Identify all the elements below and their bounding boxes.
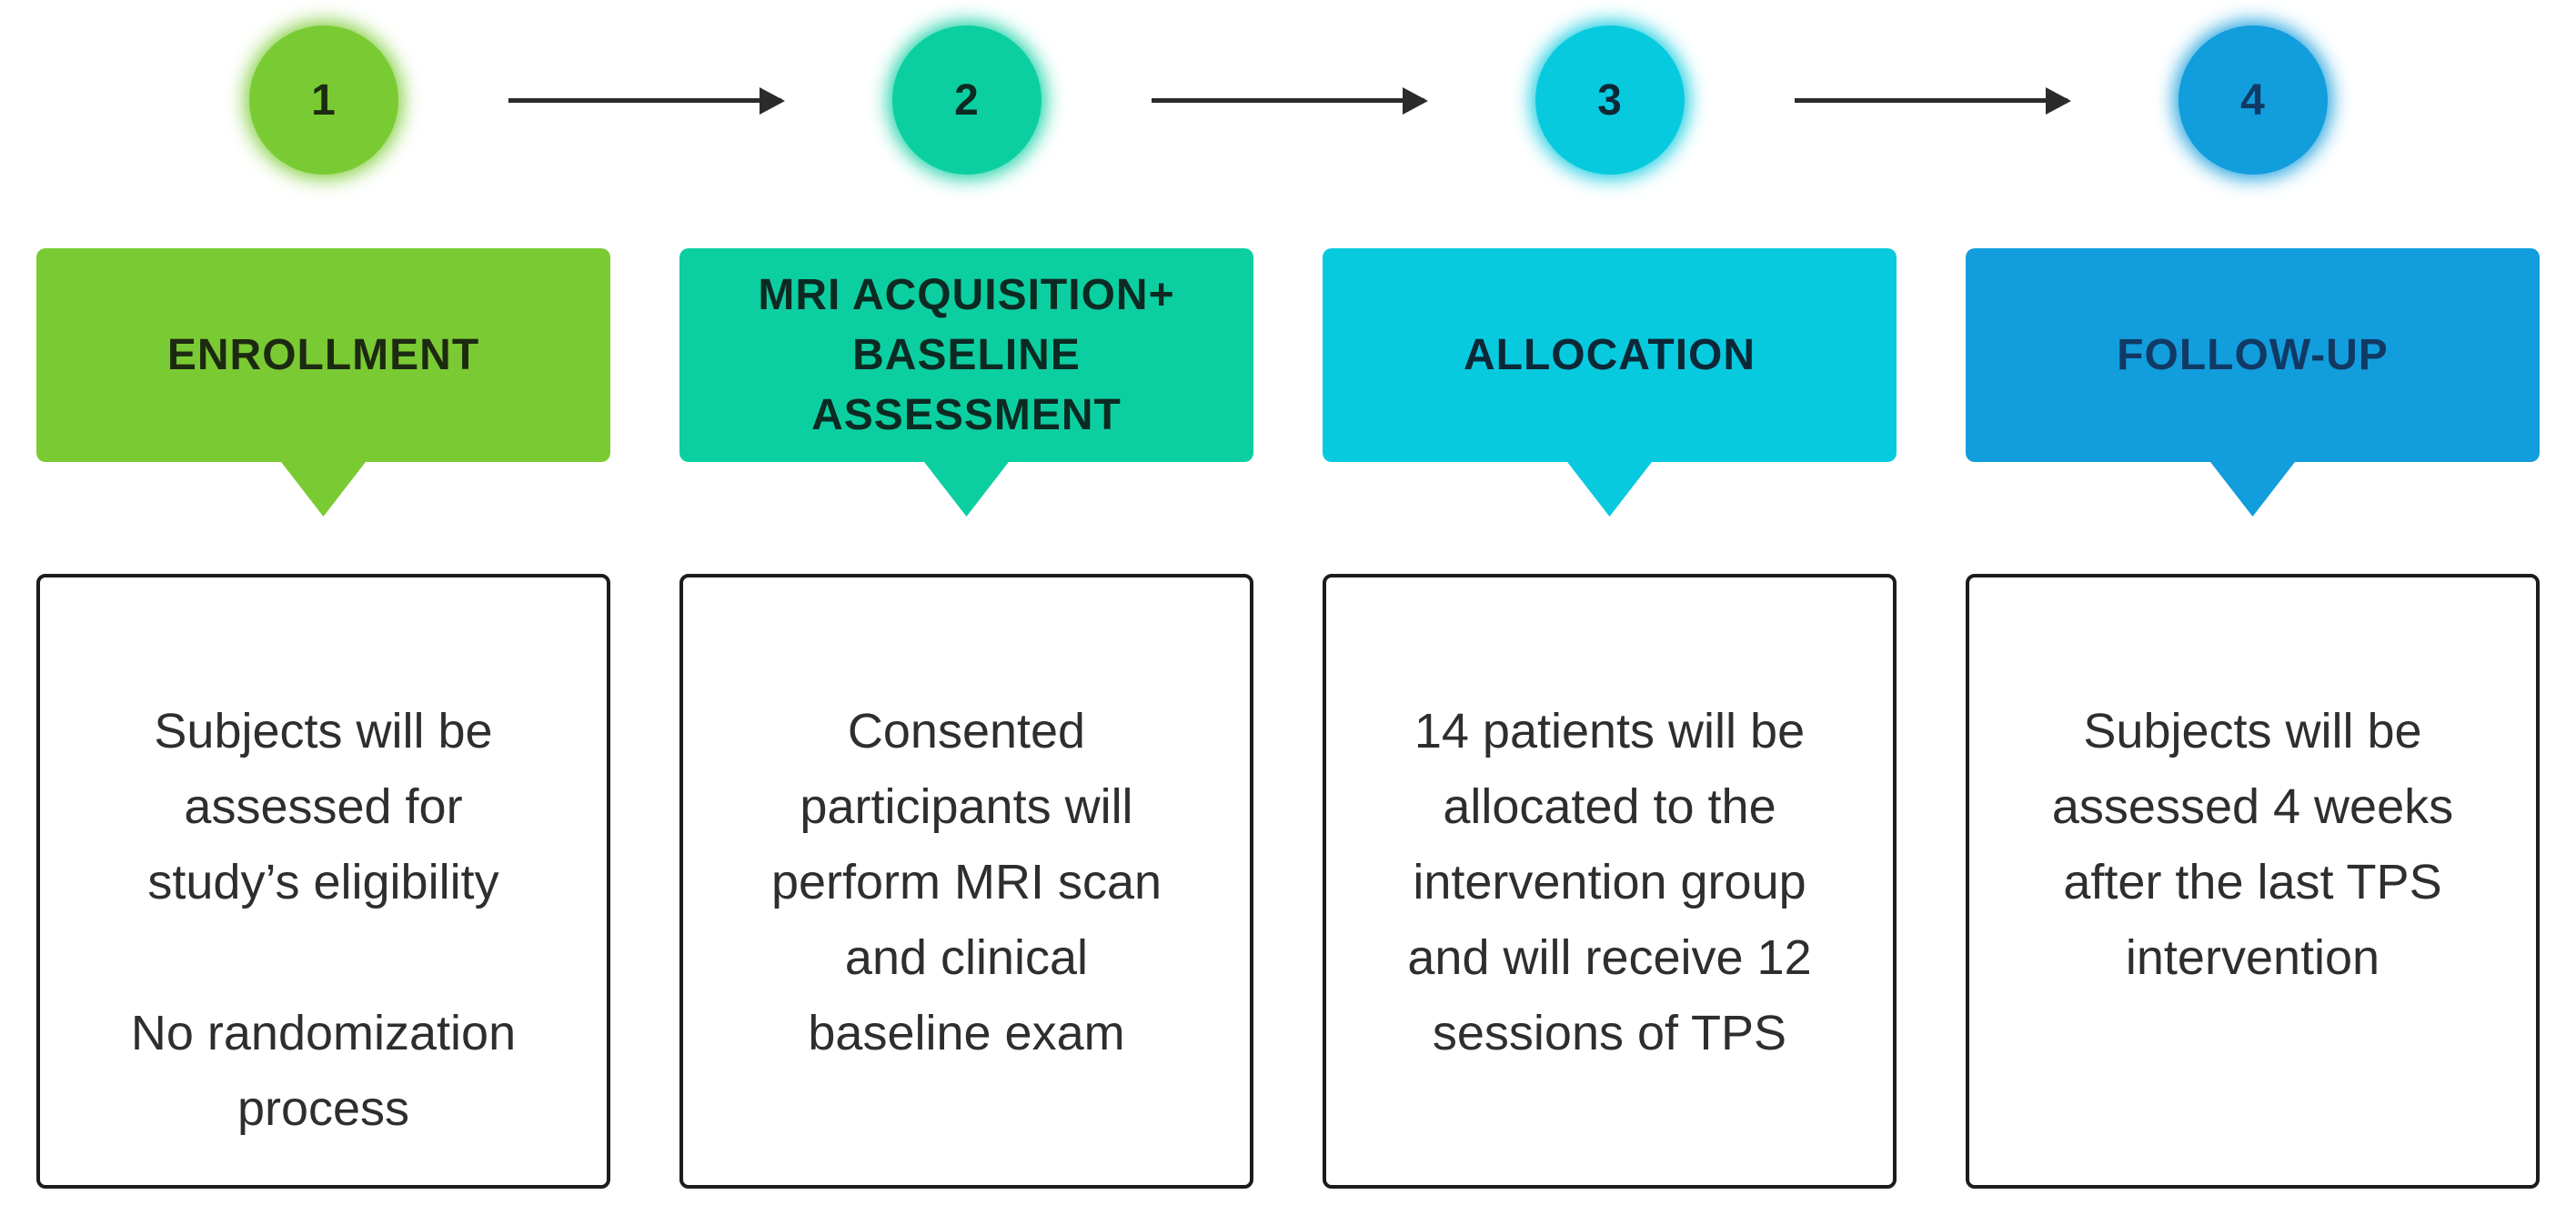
step-4-number: 4 (2240, 75, 2265, 125)
step-1-description-card: Subjects will be assessed for study’s el… (36, 574, 610, 1189)
step-3-number: 3 (1597, 75, 1622, 125)
step-3-bubble-tail (1565, 460, 1654, 517)
step-4-description-card: Subjects will be assessed 4 weeks after … (1966, 574, 2540, 1189)
step-1-header-bubble: ENROLLMENT (36, 248, 610, 517)
step-2-description: Consented participants will perform MRI … (770, 704, 1162, 1060)
step-column-1: 1 ENROLLMENT Subjects will be assessed f… (36, 0, 610, 1205)
step-1-description: Subjects will be assessed for study’s el… (130, 704, 517, 1136)
step-2-circle-row: 2 (679, 0, 1253, 200)
step-1-number-badge: 1 (248, 25, 398, 175)
step-4-bubble-tail (2209, 460, 2297, 517)
step-3-title: ALLOCATION (1463, 330, 1756, 379)
step-3-header-bubble: ALLOCATION (1323, 248, 1897, 517)
step-1-title: ENROLLMENT (166, 330, 480, 379)
step-1-circle-row: 1 (36, 0, 610, 200)
step-column-4: 4 FOLLOW-UP Subjects will be assessed 4 … (1966, 0, 2540, 1205)
step-2-bubble-tail (922, 460, 1011, 517)
step-3-number-badge: 3 (1535, 25, 1685, 175)
step-4-header-bubble: FOLLOW-UP (1966, 248, 2540, 517)
step-column-2: 2 MRI ACQUISITION+ BASELINE ASSESSMENT C… (679, 0, 1253, 1205)
step-1-bubble-tail (279, 460, 367, 517)
step-2-header-bubble: MRI ACQUISITION+ BASELINE ASSESSMENT (679, 248, 1253, 517)
step-2-number: 2 (954, 75, 979, 125)
step-2-number-badge: 2 (891, 25, 1041, 175)
step-4-title: FOLLOW-UP (2117, 330, 2389, 379)
step-3-circle-row: 3 (1323, 0, 1897, 200)
step-2-description-card: Consented participants will perform MRI … (679, 574, 1253, 1189)
step-2-title: MRI ACQUISITION+ BASELINE ASSESSMENT (758, 270, 1175, 439)
step-3-description-card: 14 patients will be allocated to the int… (1323, 574, 1897, 1189)
step-4-circle-row: 4 (1966, 0, 2540, 200)
step-1-number: 1 (311, 75, 336, 125)
step-3-description: 14 patients will be allocated to the int… (1407, 704, 1812, 1060)
step-column-3: 3 ALLOCATION 14 patients will be allocat… (1323, 0, 1897, 1205)
step-4-description: Subjects will be assessed 4 weeks after … (2051, 704, 2454, 985)
step-4-number-badge: 4 (2178, 25, 2328, 175)
